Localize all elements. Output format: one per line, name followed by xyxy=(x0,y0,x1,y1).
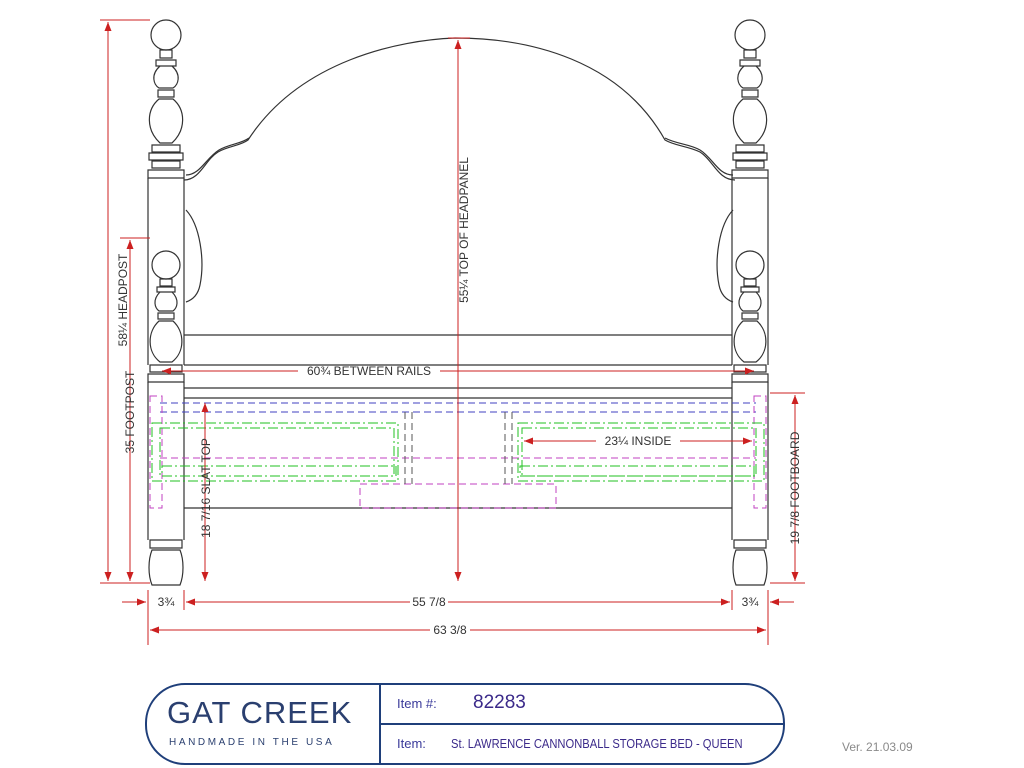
left-headpost xyxy=(147,19,185,365)
headpost-dimension: 58¼ HEADPOST xyxy=(116,253,130,346)
between-rails-dimension: 60¾ BETWEEN RAILS xyxy=(307,364,431,378)
item-number-value: 82283 xyxy=(473,692,526,713)
footpost-dimension: 35 FOOTPOST xyxy=(123,370,137,453)
right-post-width-dimension: 3¾ xyxy=(742,595,760,609)
dimension-labels: 58¼ HEADPOST 55¼ TOP OF HEADPANEL 35 FOO… xyxy=(116,157,802,637)
item-name-value: St. LAWRENCE CANNONBALL STORAGE BED - QU… xyxy=(451,736,743,751)
overall-width-dimension: 63 3/8 xyxy=(433,623,467,637)
right-footpost xyxy=(731,250,769,586)
footboard-dimension: 19 7/8 FOOTBOARD xyxy=(788,431,802,544)
slat-top-dimension: 18 7/16 SLAT TOP xyxy=(199,438,213,538)
inside-dimension: 23¼ INSIDE xyxy=(605,434,672,448)
right-headpost xyxy=(731,19,769,365)
item-name-label: Item: xyxy=(397,736,426,751)
inner-width-dimension: 55 7/8 xyxy=(412,595,446,609)
item-number-row: Item #: 82283 xyxy=(381,685,783,725)
dimension-lines xyxy=(100,19,805,645)
brand-tagline: HANDMADE IN THE USA xyxy=(169,737,335,748)
version-label: Ver. 21.03.09 xyxy=(842,740,913,754)
item-name-row: Item: St. LAWRENCE CANNONBALL STORAGE BE… xyxy=(381,725,783,763)
brand-name: GAT CREEK xyxy=(167,695,353,730)
top-of-headpanel-dimension: 55¼ TOP OF HEADPANEL xyxy=(457,157,471,303)
item-number-label: Item #: xyxy=(397,696,437,711)
left-post-width-dimension: 3¾ xyxy=(158,595,176,609)
title-block: GAT CREEK HANDMADE IN THE USA Item #: 82… xyxy=(145,683,785,765)
brand-logo: GAT CREEK HANDMADE IN THE USA xyxy=(147,685,381,763)
left-footpost xyxy=(147,250,185,586)
